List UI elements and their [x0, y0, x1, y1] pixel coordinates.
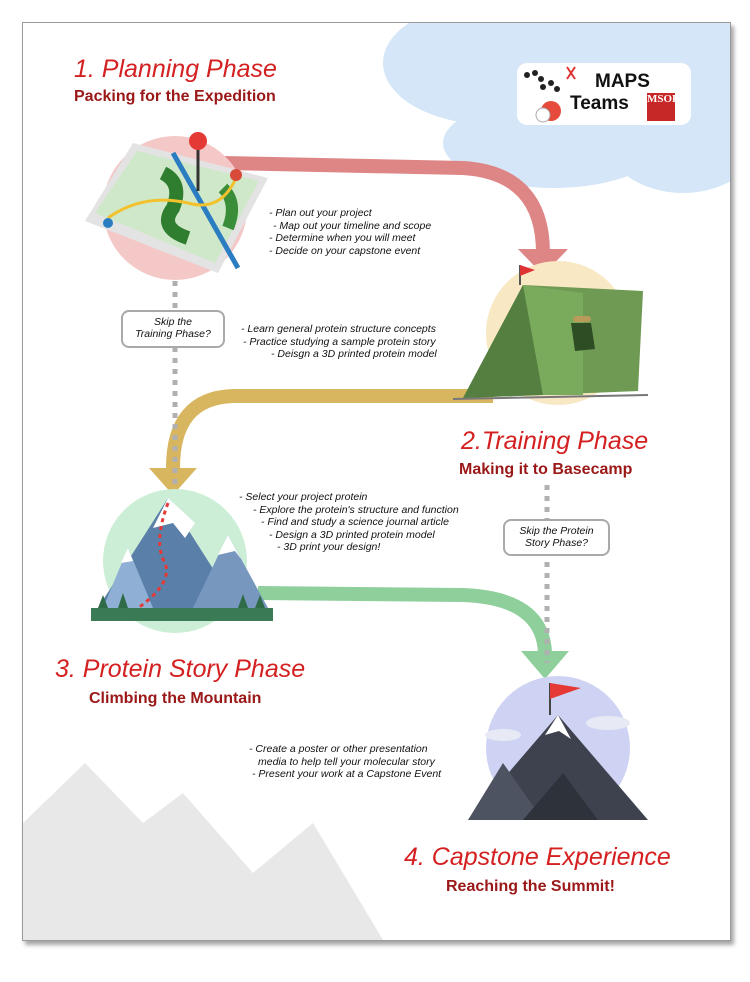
phase-4-subtitle: Reaching the Summit! — [446, 878, 615, 895]
mountain-icon — [91, 489, 273, 633]
map-icon — [85, 132, 268, 280]
list-item: - Determine when you will meet — [269, 232, 416, 244]
phase-2-steps: - Learn general protein structure concep… — [241, 323, 437, 361]
arrow-story-to-capstone — [257, 586, 569, 679]
list-item: - 3D print your design! — [277, 541, 381, 553]
summit-icon — [468, 676, 648, 820]
phase-2-title: 2.Training Phase — [461, 427, 649, 455]
logo-text-teams: Teams — [570, 93, 629, 114]
background-mountains — [23, 763, 383, 940]
msoe-badge: MSOE — [647, 93, 679, 121]
phase-1-steps: - Plan out your project - Map out your t… — [269, 207, 431, 257]
list-item: media to help tell your molecular story — [258, 755, 435, 768]
arrow-training-to-story — [149, 389, 493, 495]
list-item: - Create a poster or other presentation — [249, 743, 428, 755]
skip-story-box[interactable]: Skip the Protein Story Phase? — [503, 519, 610, 556]
phase-3-subtitle: Climbing the Mountain — [89, 690, 262, 707]
list-item: - Select your project protein — [239, 491, 368, 503]
list-item: - Present your work at a Capstone Event — [252, 768, 442, 780]
list-item: - Decide on your capstone event — [269, 244, 421, 257]
list-item: - Design a 3D printed protein model — [269, 528, 435, 541]
list-item: - Plan out your project — [269, 207, 372, 219]
maps-teams-logo: MAPS Teams MSOE — [517, 63, 691, 125]
phase-1-subtitle: Packing for the Expedition — [74, 88, 276, 105]
infographic-page: MAPS Teams MSOE 1. Planning Phase Packin… — [22, 22, 731, 941]
list-item: - Deisgn a 3D printed protein model — [271, 348, 437, 360]
list-item: - Map out your timeline and scope — [273, 219, 432, 232]
list-item: - Learn general protein structure concep… — [241, 323, 436, 335]
list-item: - Practice studying a sample protein sto… — [243, 335, 436, 348]
skip-training-box[interactable]: Skip the Training Phase? — [121, 310, 225, 348]
phase-1-title: 1. Planning Phase — [74, 55, 277, 83]
phase-3-title: 3. Protein Story Phase — [55, 655, 306, 683]
illustration-layer — [23, 23, 730, 940]
list-item: - Find and study a science journal artic… — [261, 516, 449, 528]
phase-4-steps: - Create a poster or other presentation … — [249, 743, 441, 781]
phase-4-title: 4. Capstone Experience — [404, 843, 671, 871]
phase-3-steps: - Select your project protein - Explore … — [239, 491, 459, 554]
tent-icon — [452, 261, 649, 405]
arrow-planning-to-training — [222, 156, 568, 275]
list-item: - Explore the protein's structure and fu… — [253, 503, 459, 516]
phase-2-subtitle: Making it to Basecamp — [459, 461, 633, 478]
logo-text-maps: MAPS — [595, 71, 650, 92]
molecule-icon — [524, 66, 576, 123]
